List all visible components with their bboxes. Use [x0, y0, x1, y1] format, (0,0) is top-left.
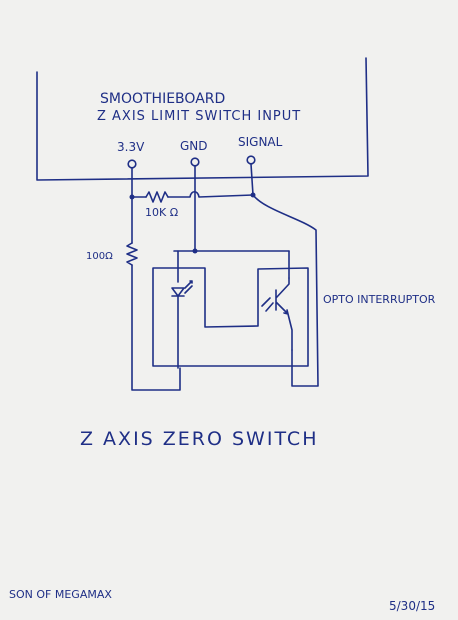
pin-signal-terminal	[246, 155, 256, 165]
wire-10k-to-signal	[167, 190, 254, 198]
resistor-100-ohm	[126, 242, 138, 266]
opto-body	[152, 267, 309, 367]
board-outline	[36, 57, 369, 181]
pin-3v3-terminal	[127, 159, 137, 169]
opto-label: OPTO INTERRUPTOR	[323, 293, 436, 306]
light-arrows	[261, 297, 274, 312]
phototransistor	[275, 277, 293, 351]
led-diode	[171, 287, 185, 369]
author-signature: SON OF MEGAMAX	[9, 588, 112, 601]
board-subtitle: Z AXIS LIMIT SWITCH INPUT	[97, 109, 301, 124]
date-signature: 5/30/15	[389, 599, 435, 613]
board-name: SMOOTHIEBOARD	[100, 91, 225, 107]
pin-gnd-terminal	[190, 157, 200, 167]
wire-signal	[250, 163, 319, 387]
wire-resistor-to-bottom-left	[131, 264, 181, 391]
pin-label-3v3: 3.3V	[117, 140, 145, 154]
caption: Z AXIS ZERO SWITCH	[80, 428, 319, 450]
resistor-10k	[145, 191, 169, 203]
label-10k: 10K Ω	[145, 206, 178, 219]
led-emission-arrows	[184, 280, 193, 294]
pin-label-gnd: GND	[180, 139, 208, 153]
junction-3v3	[129, 194, 135, 200]
pin-label-signal: SIGNAL	[238, 135, 283, 149]
label-100-ohm: 100Ω	[86, 251, 113, 262]
